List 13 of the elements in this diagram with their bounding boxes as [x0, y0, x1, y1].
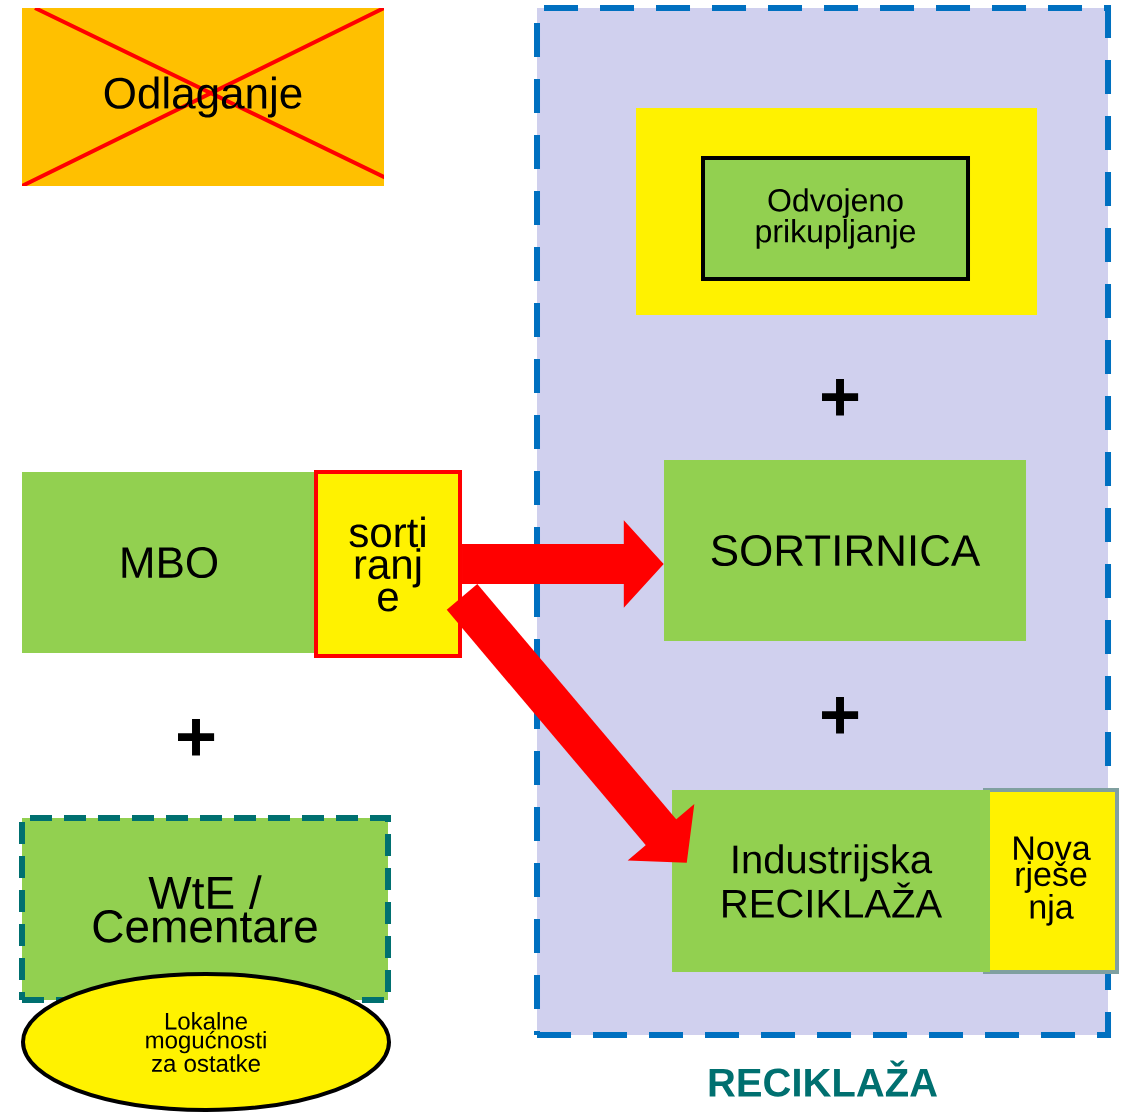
process-box: Odvojeno prikupljanje — [701, 156, 970, 281]
note-box: Nova rješe nja — [983, 788, 1119, 974]
plus-sign: + — [822, 378, 859, 416]
process-box: MBO — [22, 472, 316, 653]
note-box: sorti ranj e — [314, 470, 462, 658]
process-box: SORTIRNICA — [664, 460, 1026, 641]
plus-sign: + — [178, 718, 215, 756]
block-arrow — [446, 584, 695, 863]
process-box: Industrijska RECIKLAŽA — [672, 790, 990, 972]
dashed-box: WtE / Cementare — [19, 815, 391, 1003]
panel-heading: RECIKLAŽA — [709, 1060, 937, 1097]
plus-sign: + — [822, 696, 859, 734]
ellipse-node: Lokalne mogućnosti za ostatke — [21, 972, 391, 1112]
